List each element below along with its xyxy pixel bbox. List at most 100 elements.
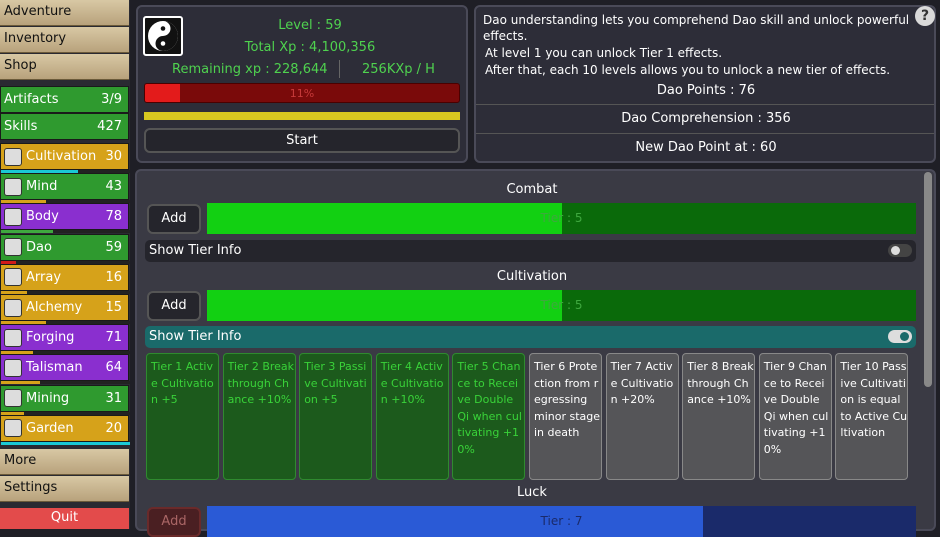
skill-progress-bar — [1, 381, 130, 385]
divider — [476, 133, 934, 134]
tier-card-5: Tier 5 Chance to Receive Double Qi when … — [452, 353, 526, 480]
skill-label: Mining — [26, 390, 70, 406]
skill-value: 20 — [105, 420, 122, 436]
skill-value: 15 — [105, 300, 122, 315]
skill-label: Cultivation — [26, 149, 97, 164]
yellow-bar — [144, 112, 460, 120]
info-line-4: After that, each 10 levels allows you to… — [485, 63, 891, 77]
combat-tier-bar: Tier : 5 — [207, 203, 916, 234]
xp-progress-label: 11% — [289, 87, 315, 100]
artifacts-row[interactable]: Artifacts 3/9 — [0, 86, 129, 113]
skill-value: 59 — [105, 239, 122, 255]
skill-progress-bar — [1, 260, 130, 264]
skill-progress-bar — [1, 441, 130, 445]
category-title-luck: Luck — [517, 485, 547, 500]
total-xp-text: Total Xp : 4,100,356 — [244, 40, 376, 55]
cultivation-tier-bar: Tier : 5 — [207, 290, 916, 321]
divider — [476, 104, 934, 105]
info-line-2: effects. — [483, 29, 528, 43]
sidebar: Adventure Inventory Shop Artifacts 3/9 S… — [0, 0, 130, 529]
skill-row-dao[interactable]: Dao 59 — [0, 233, 130, 264]
skill-progress-fill — [1, 200, 47, 204]
skill-row-alchemy[interactable]: Alchemy 15 — [0, 294, 130, 324]
mind-icon — [4, 177, 22, 196]
skill-progress-fill — [1, 260, 17, 264]
skills-label: Skills — [4, 119, 38, 134]
category-title-combat: Combat — [506, 182, 558, 197]
category-title-cultivation: Cultivation — [496, 269, 568, 284]
nav-adventure-button[interactable]: Adventure — [0, 0, 129, 26]
skill-label: Garden — [26, 420, 74, 436]
tier-card-1: Tier 1 Active Cultivation +5 — [146, 353, 219, 480]
skill-label: Alchemy — [26, 300, 83, 315]
yin-yang-icon — [143, 16, 183, 56]
skill-value: 78 — [105, 209, 122, 225]
info-line-3: At level 1 you can unlock Tier 1 effects… — [485, 46, 723, 60]
skill-value: 64 — [105, 360, 122, 376]
artifacts-label: Artifacts — [4, 92, 59, 107]
cultivation-tier-label: Tier : 5 — [540, 298, 583, 312]
artifacts-value: 3/9 — [101, 92, 122, 107]
tier-card-9: Tier 9 Chance to Receive Double Qi when … — [758, 353, 832, 480]
tier-card-4: Tier 4 Active Cultivation +10% — [375, 353, 449, 480]
combat-tier-fill — [207, 203, 562, 234]
xp-progress-fill — [145, 84, 180, 102]
skill-value: 43 — [105, 179, 122, 195]
skill-progress-fill — [1, 381, 40, 385]
nav-shop-button[interactable]: Shop — [0, 54, 129, 80]
add-combat-button[interactable]: Add — [147, 204, 201, 234]
skill-row-talisman[interactable]: Talisman 64 — [0, 354, 130, 385]
xp-progress-bar: 11% — [144, 83, 460, 103]
level-text: Level : 59 — [278, 18, 342, 33]
skill-progress-bar — [1, 170, 130, 173]
new-dao-point-text: New Dao Point at : 60 — [635, 140, 777, 155]
skill-progress-bar — [1, 230, 130, 234]
skill-progress-fill — [1, 170, 79, 173]
skill-progress-fill — [1, 441, 130, 445]
nav-more-button[interactable]: More — [0, 449, 129, 475]
add-cultivation-button[interactable]: Add — [147, 291, 201, 321]
toggle-switch-off[interactable] — [888, 244, 912, 257]
nav-settings-button[interactable]: Settings — [0, 476, 129, 502]
nav-inventory-button[interactable]: Inventory — [0, 27, 129, 53]
skill-progress-fill — [1, 411, 25, 415]
start-button[interactable]: Start — [144, 128, 460, 153]
show-tier-info-combat[interactable]: Show Tier Info — [145, 240, 916, 262]
cultivation-tier-fill — [207, 290, 562, 321]
show-tier-info-cultivation[interactable]: Show Tier Info — [145, 326, 916, 348]
skill-progress-bar — [1, 200, 130, 204]
tier-card-7: Tier 7 Active Cultivation +20% — [605, 353, 679, 480]
dao-comprehension-text: Dao Comprehension : 356 — [621, 111, 791, 126]
skill-row-garden[interactable]: Garden 20 — [0, 414, 130, 445]
skill-progress-fill — [1, 351, 34, 355]
skill-label: Array — [26, 269, 62, 285]
array-icon — [4, 268, 22, 287]
skill-progress-bar — [1, 321, 130, 324]
show-tier-info-label: Show Tier Info — [149, 243, 242, 258]
mining-icon — [4, 389, 22, 408]
skill-row-forging[interactable]: Forging 71 — [0, 324, 130, 355]
scrollbar[interactable] — [924, 172, 932, 387]
tier-card-6: Tier 6 Protection from regressing minor … — [529, 353, 602, 480]
skills-value: 427 — [97, 119, 122, 134]
skill-label: Dao — [26, 239, 52, 255]
info-line-1: Dao understanding lets you comprehend Da… — [483, 13, 910, 27]
luck-tier-label: Tier : 7 — [540, 514, 583, 528]
remaining-xp-text: Remaining xp : 228,644 — [172, 62, 328, 77]
skills-row[interactable]: Skills 427 — [0, 113, 129, 140]
quit-button[interactable]: Quit — [0, 508, 129, 529]
toggle-switch-on[interactable] — [888, 330, 912, 343]
skill-progress-fill — [1, 321, 47, 324]
add-luck-button[interactable]: Add — [147, 507, 201, 537]
tier-card-8: Tier 8 Breakthrough Chance +10% — [682, 353, 756, 480]
skill-label: Forging — [26, 330, 75, 346]
skill-value: 71 — [105, 330, 122, 346]
help-icon[interactable]: ? — [915, 6, 935, 26]
skill-label: Talisman — [26, 360, 83, 376]
divider — [339, 60, 340, 78]
